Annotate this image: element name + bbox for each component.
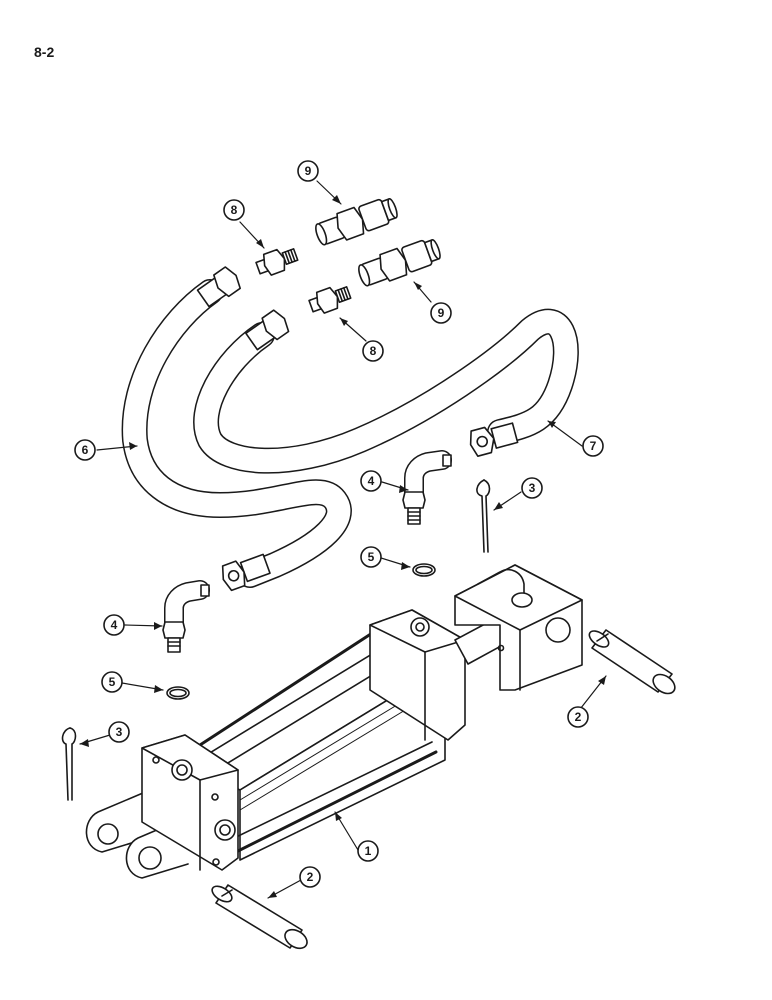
svg-text:3: 3 (529, 481, 536, 495)
callout-8-upper: 8 (223, 199, 245, 221)
callout-2-right: 2 (567, 706, 589, 728)
hose-7-fitting-end (469, 422, 519, 457)
adapter-8-upper (255, 248, 299, 276)
callout-2-bottom: 2 (299, 866, 321, 888)
svg-text:8: 8 (370, 344, 377, 358)
svg-text:3: 3 (116, 725, 123, 739)
svg-text:6: 6 (82, 443, 89, 457)
page-number: 8-2 (34, 44, 55, 60)
callout-6: 6 (74, 439, 96, 461)
callout-3-upper: 3 (521, 477, 543, 499)
svg-text:4: 4 (111, 618, 118, 632)
svg-text:5: 5 (368, 550, 375, 564)
callout-5-upper: 5 (360, 546, 382, 568)
hydraulic-cylinder-1 (85, 564, 583, 879)
cotter-pin-3-upper (476, 479, 491, 553)
cotter-pin-3-lower (61, 727, 77, 801)
hose-7-fitting-top (245, 309, 290, 351)
callout-7: 7 (582, 435, 604, 457)
svg-text:7: 7 (590, 439, 597, 453)
svg-text:8: 8 (231, 203, 238, 217)
svg-text:9: 9 (305, 164, 312, 178)
hose-6-fitting-bottom (221, 553, 271, 592)
callout-1: 1 (357, 840, 379, 862)
svg-text:2: 2 (575, 710, 582, 724)
svg-text:4: 4 (368, 474, 375, 488)
svg-text:1: 1 (365, 844, 372, 858)
svg-text:2: 2 (307, 870, 314, 884)
o-ring-5-lower (166, 686, 190, 700)
adapter-8-lower (308, 286, 352, 314)
hose-6-fitting-top (196, 266, 242, 308)
callout-5-lower: 5 (101, 671, 123, 693)
elbow-4-lower (162, 580, 210, 653)
hose-6 (121, 266, 352, 592)
callout-9-lower: 9 (430, 302, 452, 324)
clevis-pin-2-bottom (211, 884, 308, 950)
svg-text:9: 9 (438, 306, 445, 320)
leader-arrowheads (80, 195, 606, 898)
callout-8-lower: 8 (362, 340, 384, 362)
coupler-9-lower (358, 239, 441, 287)
coupler-9-upper (315, 198, 398, 246)
callout-4-upper: 4 (360, 470, 382, 492)
callout-9-upper: 9 (297, 160, 319, 182)
callout-3-lower: 3 (108, 721, 130, 743)
clevis-pin-2-right (588, 629, 676, 695)
callout-4-lower: 4 (103, 614, 125, 636)
svg-text:5: 5 (109, 675, 116, 689)
hose-7 (193, 308, 579, 474)
o-ring-5-upper (412, 563, 436, 577)
elbow-4-upper (402, 450, 452, 525)
